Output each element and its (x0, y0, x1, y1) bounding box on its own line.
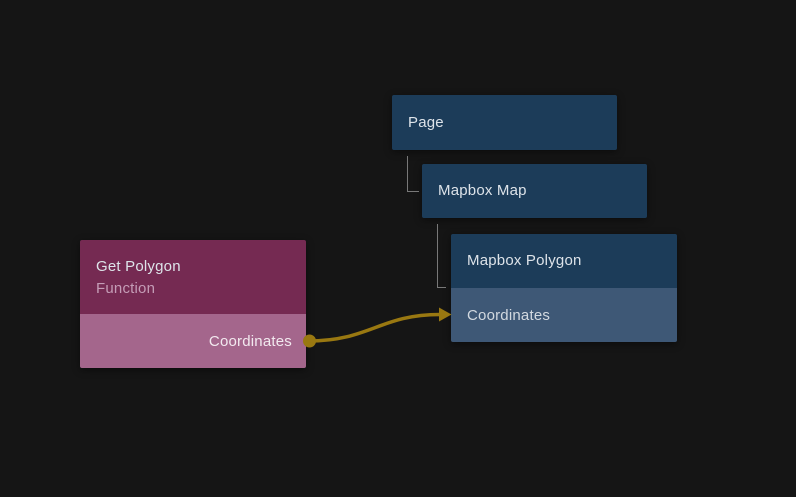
input-port-label: Coordinates (467, 306, 551, 324)
node-mapbox-map[interactable]: Mapbox Map (422, 164, 647, 218)
connection-curve[interactable] (306, 312, 442, 343)
node-mapbox-map-header[interactable]: Mapbox Map (422, 164, 647, 218)
node-mapbox-polygon[interactable]: Mapbox Polygon Coordinates (451, 234, 677, 342)
connection-arrowhead-icon (439, 307, 452, 322)
node-get-polygon-header[interactable]: Get Polygon Function (80, 240, 306, 314)
node-subtitle: Function (96, 279, 156, 297)
node-get-polygon[interactable]: Get Polygon Function Coordinates (80, 240, 316, 368)
node-title: Get Polygon (96, 257, 181, 275)
node-mapbox-polygon-header[interactable]: Mapbox Polygon (451, 234, 677, 288)
node-title: Page (408, 113, 444, 131)
input-port-coordinates[interactable]: Coordinates (451, 288, 677, 342)
output-port-dot[interactable] (303, 334, 316, 348)
output-port-coordinates[interactable]: Coordinates (80, 314, 316, 368)
tree-connector-page-to-mapbox-map (407, 156, 419, 192)
output-port-label: Coordinates (208, 332, 292, 350)
tree-connector-mapbox-map-to-mapbox-polygon (437, 224, 446, 288)
node-title: Mapbox Polygon (467, 252, 582, 269)
node-page[interactable]: Page (392, 95, 617, 150)
node-title: Mapbox Map (438, 182, 527, 199)
node-page-header[interactable]: Page (392, 95, 617, 150)
